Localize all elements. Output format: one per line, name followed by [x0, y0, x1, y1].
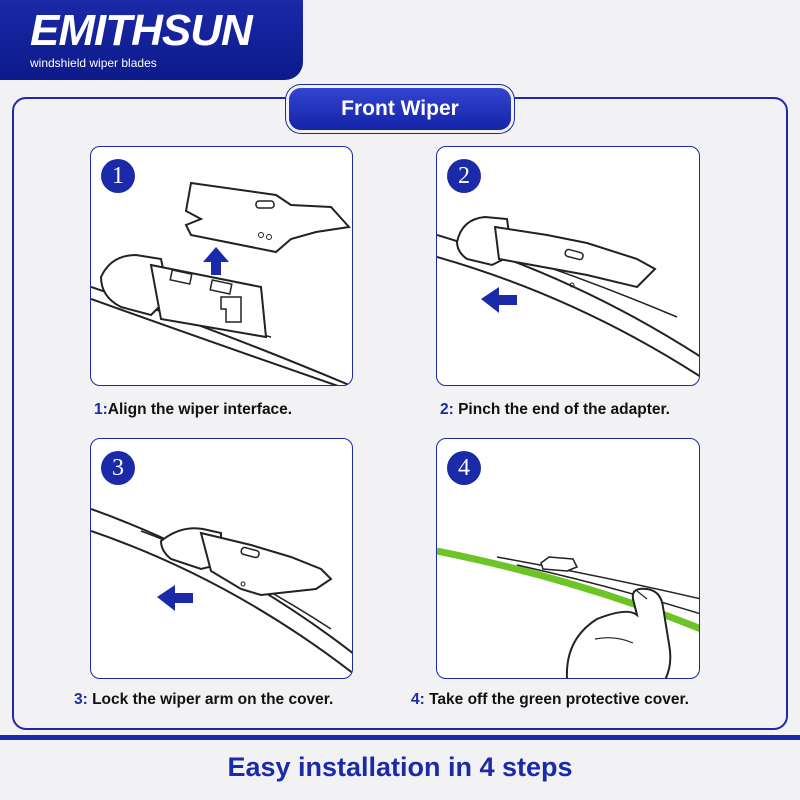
step-2-panel: 2 [436, 146, 700, 386]
step-3-text: Lock the wiper arm on the cover. [92, 691, 334, 708]
step-2-badge: 2 [447, 159, 481, 193]
step-1-badge: 1 [101, 159, 135, 193]
step-4-panel: 4 [436, 438, 700, 679]
step-2-separator: : [448, 401, 459, 418]
footer-divider [0, 735, 800, 740]
step-1-illustration [91, 181, 352, 385]
brand-name: EMITHSUN [30, 6, 253, 55]
step-1-caption: 1:Align the wiper interface. [94, 401, 292, 419]
step-2-text: Pinch the end of the adapter. [458, 401, 670, 418]
step-1-panel: 1 [90, 146, 353, 386]
step-3-illustration [91, 508, 352, 674]
step-4-separator: : [419, 691, 430, 708]
step-4-text: Take off the green protective cover. [429, 691, 689, 708]
step-4-badge: 4 [447, 451, 481, 485]
step-4-caption: 4: Take off the green protective cover. [411, 691, 689, 709]
step-3-separator: : [82, 691, 93, 708]
step-1-separator: : [102, 401, 108, 418]
step-2-number: 2 [440, 401, 449, 418]
step-2-caption: 2: Pinch the end of the adapter. [440, 401, 670, 419]
step-1-text: Align the wiper interface. [107, 401, 293, 418]
step-3-panel: 3 [90, 438, 353, 679]
brand-logo: EMITHSUN windshield wiper blades [0, 0, 303, 80]
brand-tagline: windshield wiper blades [30, 56, 157, 70]
step-3-number: 3 [74, 691, 83, 708]
step-3-caption: 3: Lock the wiper arm on the cover. [74, 691, 333, 709]
step-4-number: 4 [411, 691, 420, 708]
footer-title: Easy installation in 4 steps [227, 752, 573, 782]
step-3-badge: 3 [101, 451, 135, 485]
step-2-illustration [437, 215, 699, 377]
step-1-number: 1 [94, 401, 103, 418]
step-4-illustration [437, 547, 699, 678]
section-title: Front Wiper [289, 88, 511, 130]
